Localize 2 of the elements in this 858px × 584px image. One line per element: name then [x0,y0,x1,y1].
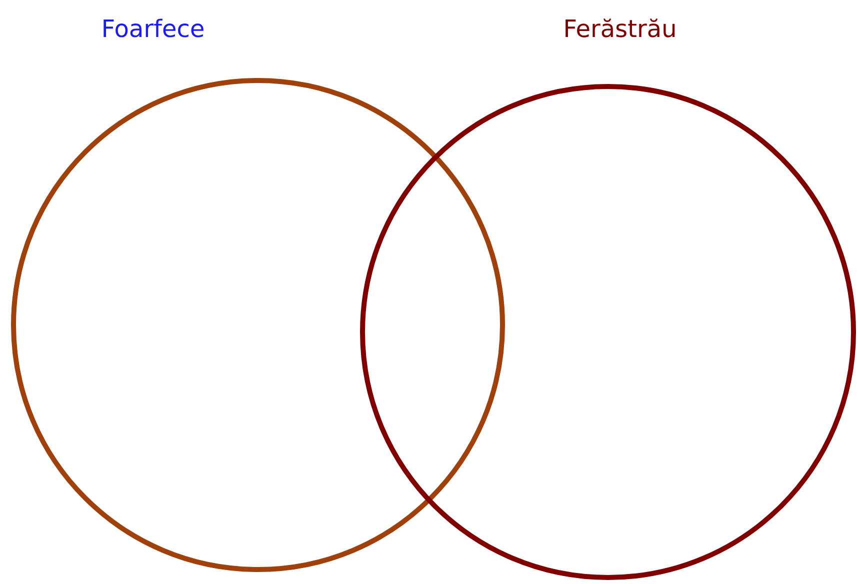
circle-heading: Foarfece [104,18,204,38]
circle-heading: Ferăstrău [566,18,675,38]
